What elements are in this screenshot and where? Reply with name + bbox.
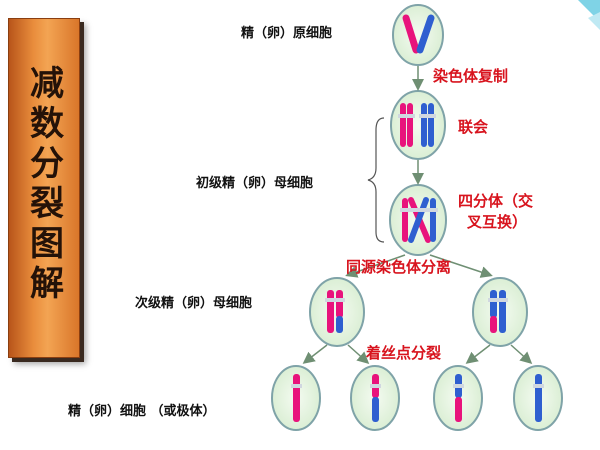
arrow-to-left [345,254,406,278]
cell-secondary-right [472,277,528,347]
label-primordial-cell: 精（卵）原细胞 [241,26,333,41]
cell-gamete-2 [350,365,400,431]
arrows [302,66,533,365]
step-centromere-split: 着丝点分裂 [366,344,442,362]
step-replication: 染色体复制 [433,67,509,85]
cell-gamete-3 [433,365,483,431]
arrow-to-gamete-2 [347,344,370,365]
diagram-title: 减数分裂图解 [23,65,64,305]
cell-primordial [392,4,444,66]
title-panel: 减数分裂图解 [8,18,80,358]
label-primary-cell: 初级精（卵）母细胞 [196,176,314,191]
step-tetrad-line2: 叉互换） [467,213,528,231]
cell-tetrad [389,184,447,256]
step-synapsis: 联会 [458,118,489,136]
arrow-to-gamete-1 [302,344,328,364]
cell-secondary-left [309,277,365,347]
step-tetrad-line1: 四分体（交 [458,192,534,210]
label-gamete-cell: 精（卵）细胞 （或极体） [68,404,216,419]
arrow-to-right [429,254,493,278]
brace [367,117,385,243]
arrow-to-gamete-4 [510,344,533,365]
corner-decoration [578,0,600,30]
cell-gamete-1 [271,365,321,431]
step-homolog-separation: 同源染色体分离 [346,258,452,276]
cell-replicated [390,90,446,160]
arrow-to-gamete-3 [465,344,491,364]
cell-gamete-4 [513,365,563,431]
label-secondary-cell: 次级精（卵）母细胞 [135,296,253,311]
